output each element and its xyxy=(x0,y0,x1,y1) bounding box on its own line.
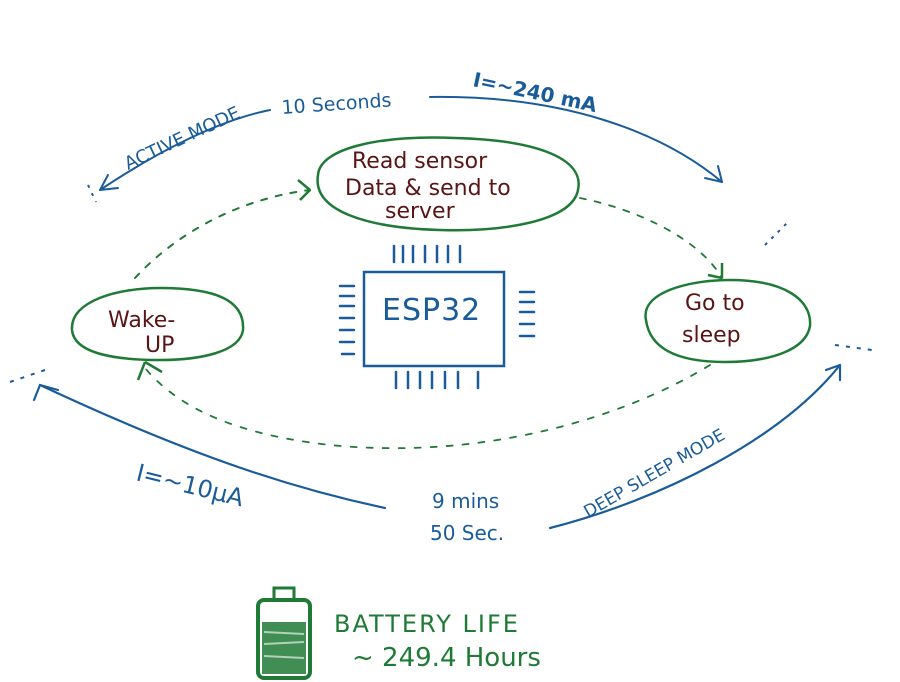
active-duration-label: 10 Seconds xyxy=(281,89,392,119)
deep-sleep-mode-label: DEEP SLEEP MODE xyxy=(581,425,729,522)
battery-life-title: BATTERY LIFE xyxy=(334,610,520,638)
read-sensor-line2: Data & send to xyxy=(345,176,511,201)
deep-sleep-arrow xyxy=(32,363,842,530)
esp32-chip xyxy=(338,244,536,390)
flow-read-to-sleep xyxy=(579,197,723,279)
go-to-sleep-line2: sleep xyxy=(682,323,741,348)
active-mode-dots xyxy=(87,184,791,246)
node-read-sensor: Read sensor Data & send to server xyxy=(316,136,580,232)
active-mode-arrowhead-left xyxy=(99,174,119,191)
active-mode-arrow xyxy=(99,95,723,191)
battery-icon xyxy=(256,586,312,680)
node-wake-up: Wake- UP xyxy=(70,286,245,362)
chip-label: ESP32 xyxy=(382,293,481,328)
flow-wake-to-read-arrowhead xyxy=(297,179,311,201)
flow-sleep-to-wake-arrowhead xyxy=(136,360,163,381)
chip-pins-bottom xyxy=(394,370,480,390)
wake-up-line2: UP xyxy=(145,333,174,358)
chip-pins-top xyxy=(392,244,462,264)
active-current-label: I=~240 mA xyxy=(471,67,600,117)
sleep-duration-line1: 9 mins xyxy=(432,489,499,513)
read-sensor-line3: server xyxy=(385,199,456,224)
deep-sleep-arrowhead-left xyxy=(32,383,60,402)
flow-wake-to-read xyxy=(134,189,311,279)
sleep-duration-line2: 50 Sec. xyxy=(430,521,504,545)
deep-sleep-arrowhead-right xyxy=(824,363,842,382)
flow-read-to-sleep-arrowhead xyxy=(707,263,724,280)
chip-pins-right xyxy=(518,290,536,338)
flow-sleep-to-wake xyxy=(144,364,711,450)
battery-life-value: ~ 249.4 Hours xyxy=(352,643,541,673)
wake-up-line1: Wake- xyxy=(108,308,175,333)
active-mode-label: ACTIVE MODE xyxy=(121,103,243,175)
go-to-sleep-line1: Go to xyxy=(685,291,745,316)
chip-pins-left xyxy=(338,284,356,356)
active-mode-arrowhead-right xyxy=(704,165,723,183)
node-go-to-sleep: Go to sleep xyxy=(644,278,812,364)
sleep-current-label: I=~10µA xyxy=(134,459,248,513)
read-sensor-line1: Read sensor xyxy=(352,149,488,174)
